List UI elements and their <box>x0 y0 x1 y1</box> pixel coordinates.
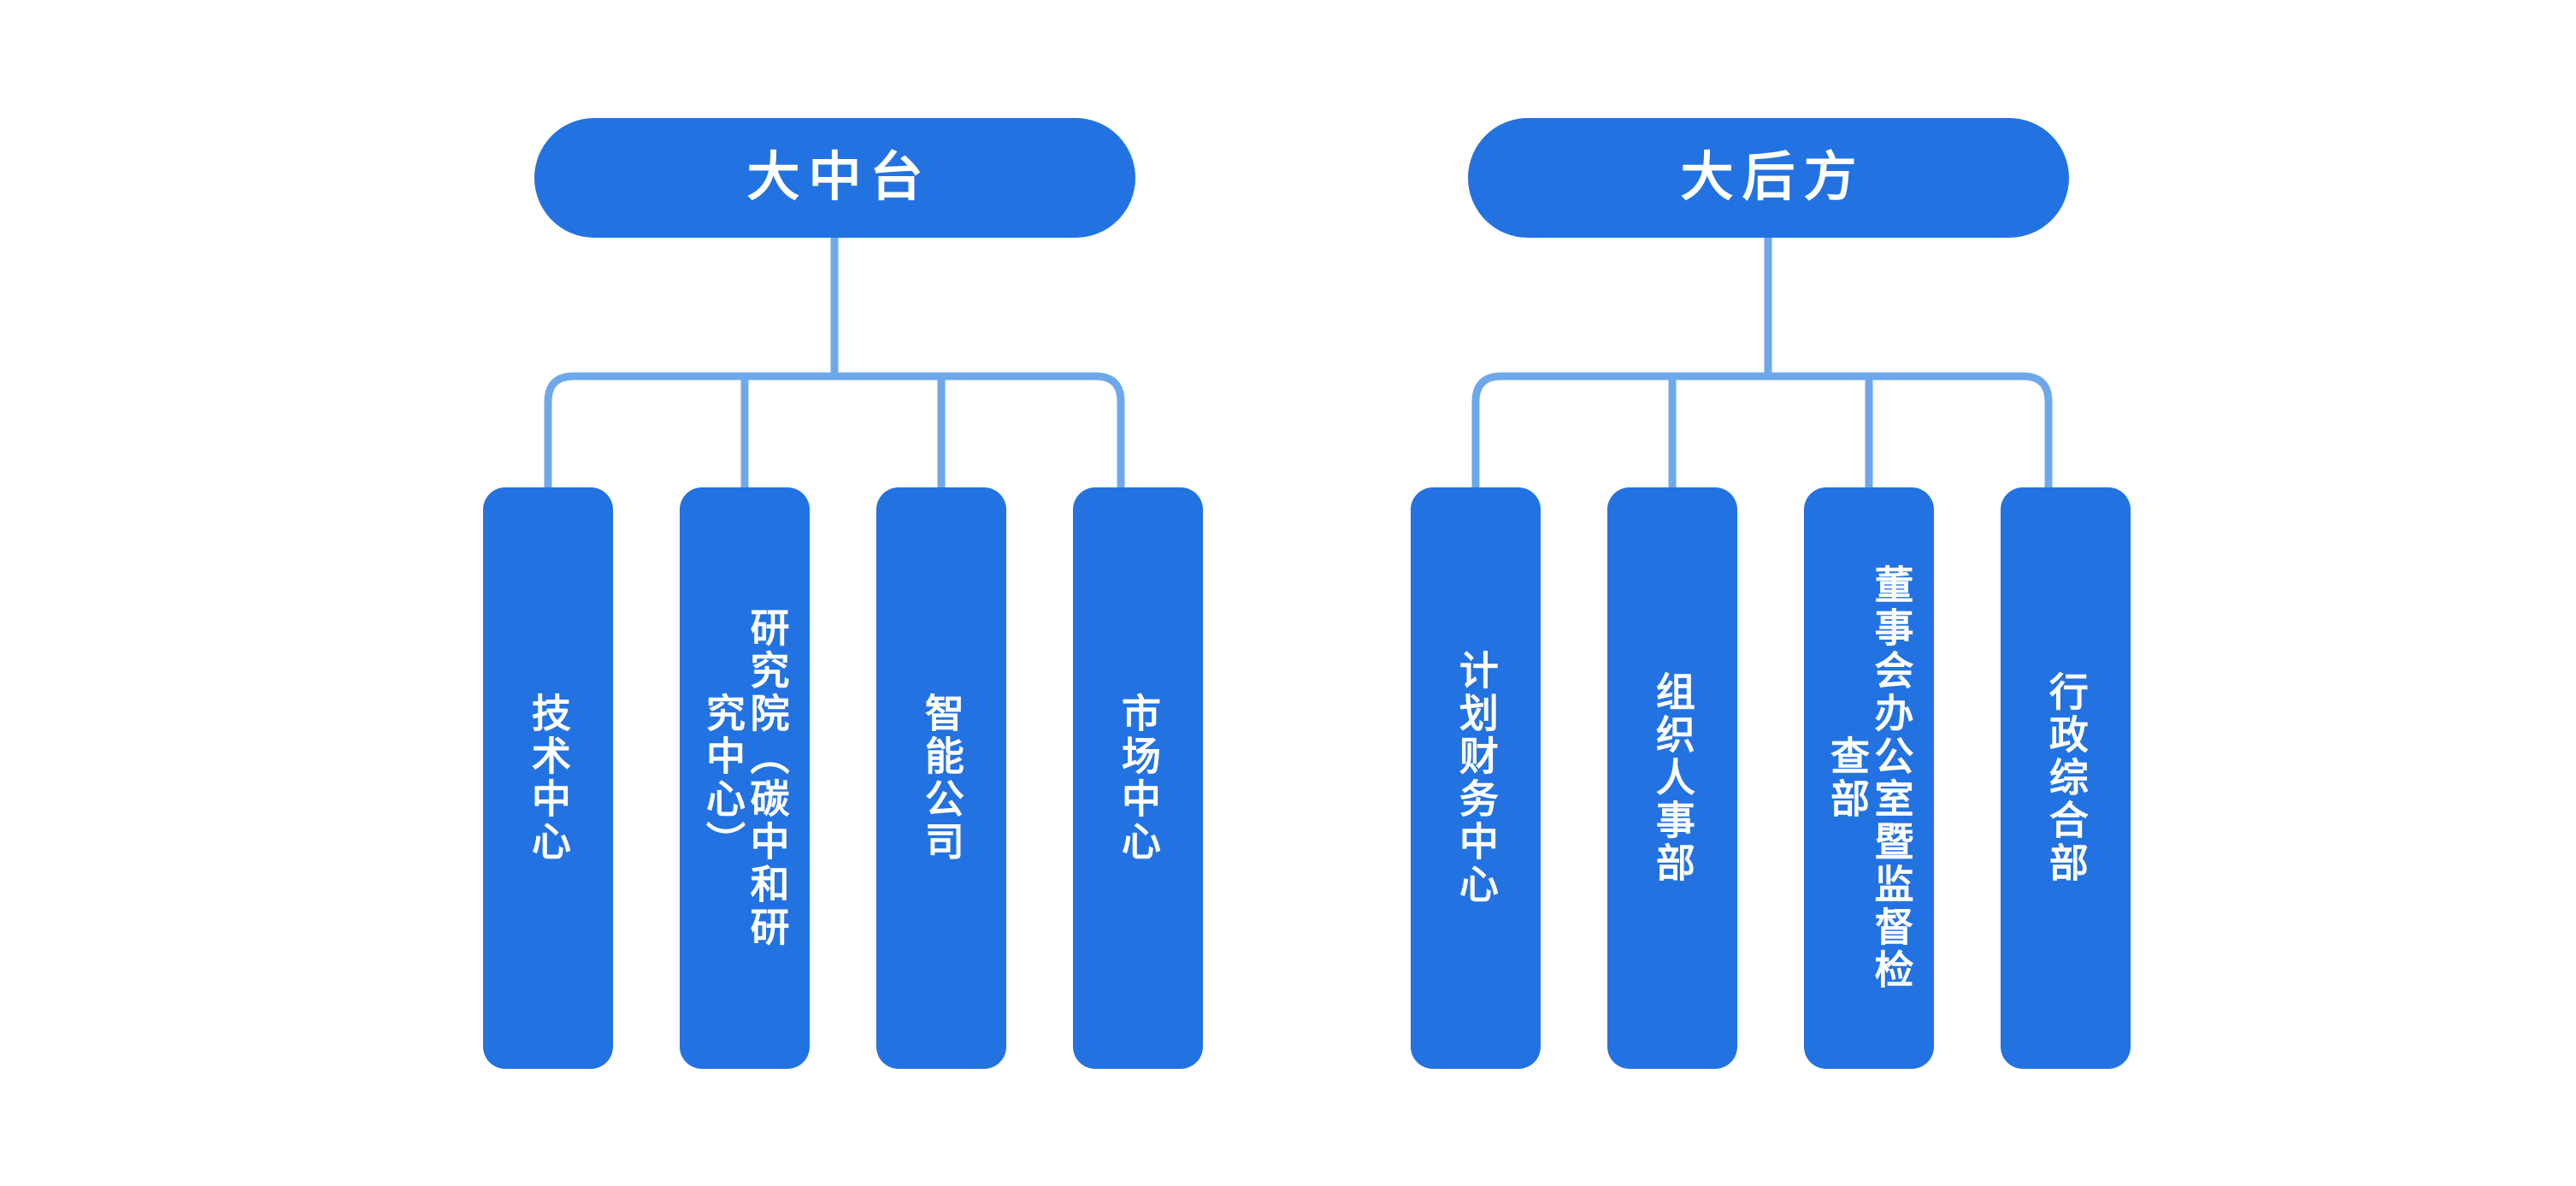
unit-label: 组织人事部 <box>1650 671 1695 885</box>
unit-label: 技术中心 <box>526 693 571 864</box>
group-header-label: 大后方 <box>1680 148 1866 207</box>
unit-label: 智能公司 <box>919 693 964 864</box>
unit-box-tech-center[interactable]: 技术中心 <box>483 487 613 1069</box>
group-header-rear-support[interactable]: 大后方 <box>1468 118 2069 238</box>
group-header-label: 大中台 <box>746 148 932 207</box>
unit-box-intelligent-company[interactable]: 智能公司 <box>876 487 1006 1069</box>
unit-label: 董事会办公室暨监督检查部 <box>1825 564 1914 992</box>
unit-box-org-personnel-dept[interactable]: 组织人事部 <box>1607 487 1737 1069</box>
unit-box-research-institute[interactable]: 研究院（碳中和研究中心） <box>680 487 810 1069</box>
unit-box-admin-general-dept[interactable]: 行政综合部 <box>2001 487 2131 1069</box>
group-header-mid-platform[interactable]: 大中台 <box>534 118 1135 238</box>
unit-box-board-office-supervision[interactable]: 董事会办公室暨监督检查部 <box>1804 487 1934 1069</box>
connector-bus-left <box>544 372 1125 487</box>
unit-label: 计划财务中心 <box>1453 650 1499 906</box>
unit-label: 研究院（碳中和研究中心） <box>701 607 790 949</box>
unit-box-plan-finance-center[interactable]: 计划财务中心 <box>1411 487 1541 1069</box>
unit-label: 市场中心 <box>1116 693 1161 864</box>
connector-bus-right <box>1471 372 2053 487</box>
unit-label: 行政综合部 <box>2043 671 2089 885</box>
unit-box-market-center[interactable]: 市场中心 <box>1073 487 1203 1069</box>
